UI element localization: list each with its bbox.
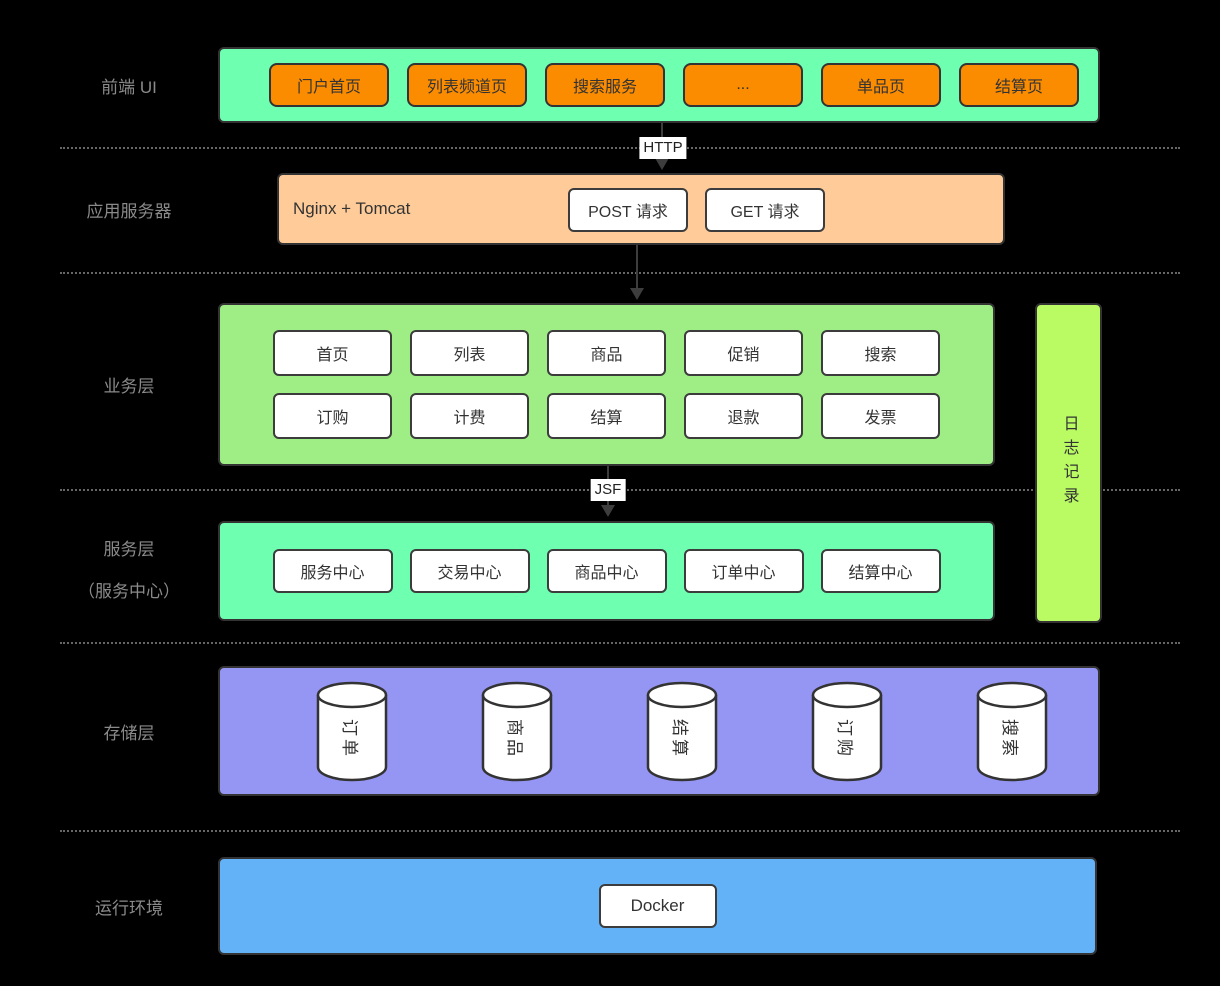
database-label: 订购 (835, 719, 855, 759)
frontend-node-search-service: 搜索服务 (545, 63, 665, 107)
business-node-product: 商品 (547, 330, 666, 376)
business-node-promotion: 促销 (684, 330, 803, 376)
layer-label-app-server-text: 应用服务器 (86, 201, 172, 221)
frontend-node-list-channel: 列表频道页 (407, 63, 527, 107)
nginx-tomcat-label: Nginx + Tomcat (293, 199, 411, 218)
business-node-list: 列表 (410, 330, 529, 376)
frontend-node-ellipsis: ... (683, 63, 803, 107)
business-node-home: 首页 (273, 330, 392, 376)
database-label: 结算 (670, 719, 690, 759)
layer-label-service-line2: （服务中心） (78, 582, 180, 601)
service-node-product-center: 商品中心 (546, 549, 667, 593)
layer-label-runtime: 运行环境 (38, 857, 220, 955)
database-cylinder-search: 搜索 (974, 680, 1050, 782)
storage-layer-band: 订单 商品 结算 订购 (218, 666, 1100, 796)
divider-frontend-app (60, 147, 1180, 149)
layer-label-app-server: 应用服务器 (38, 173, 220, 245)
frontend-ui-band: 门户首页 列表频道页 搜索服务 ... 单品页 结算页 (218, 47, 1100, 123)
business-node-order: 订购 (273, 393, 392, 439)
service-layer-band: 服务中心 交易中心 商品中心 订单中心 结算中心 (218, 521, 995, 621)
logging-label: 日志记录 (1060, 415, 1078, 511)
jsf-arrow-head (601, 505, 615, 517)
frontend-node-checkout-page: 结算页 (959, 63, 1079, 107)
layer-label-frontend-text: 前端 UI (101, 77, 157, 97)
database-icon (481, 681, 553, 782)
runtime-band: Docker (218, 857, 1097, 955)
database-icon (976, 681, 1048, 782)
jsf-connector-label: JSF (590, 479, 626, 501)
database-icon (316, 681, 388, 782)
docker-node: Docker (598, 884, 717, 928)
service-node-trade-center: 交易中心 (409, 549, 530, 593)
get-request-node: GET 请求 (705, 188, 825, 232)
frontend-node-item-page: 单品页 (821, 63, 941, 107)
database-cylinder-subscribe: 订购 (809, 680, 885, 782)
layer-label-business: 业务层 (38, 303, 220, 466)
database-label: 商品 (505, 719, 525, 759)
database-icon (646, 681, 718, 782)
app-business-arrow-line (636, 245, 638, 288)
database-label: 搜索 (1000, 719, 1020, 759)
http-arrow-head (655, 158, 669, 170)
divider-app-business (60, 272, 1180, 274)
service-node-settlement-center: 结算中心 (820, 549, 941, 593)
layer-label-runtime-text: 运行环境 (95, 898, 163, 918)
business-node-invoice: 发票 (821, 393, 940, 439)
database-label: 订单 (340, 719, 360, 759)
database-cylinder-product: 商品 (479, 680, 555, 782)
business-node-billing: 计费 (410, 393, 529, 439)
business-layer-band: 首页 列表 商品 促销 搜索 订购 计费 结算 退款 发票 (218, 303, 995, 466)
layer-label-storage-text: 存储层 (103, 723, 155, 743)
divider-storage-runtime (60, 830, 1180, 832)
layer-label-storage: 存储层 (38, 666, 220, 796)
layer-label-service-line1: 服务层 (103, 540, 155, 559)
app-business-arrow-head (630, 288, 644, 300)
business-row-2: 订购 计费 结算 退款 发票 (273, 393, 940, 439)
logging-band: 日志记录 (1035, 303, 1102, 623)
http-connector-label: HTTP (639, 137, 687, 159)
layer-label-service: 服务层 （服务中心） (38, 521, 220, 621)
layer-label-business-text: 业务层 (103, 377, 155, 396)
business-node-search: 搜索 (821, 330, 940, 376)
divider-service-storage (60, 642, 1180, 644)
service-node-order-center: 订单中心 (683, 549, 804, 593)
service-node-service-center: 服务中心 (272, 549, 393, 593)
business-node-settlement: 结算 (547, 393, 666, 439)
database-cylinder-order: 订单 (314, 680, 390, 782)
post-request-node: POST 请求 (568, 188, 688, 232)
layer-label-frontend: 前端 UI (38, 47, 220, 123)
database-icon (811, 681, 883, 782)
app-server-band: Nginx + Tomcat POST 请求 GET 请求 (277, 173, 1005, 245)
business-node-refund: 退款 (684, 393, 803, 439)
database-cylinder-settlement: 结算 (644, 680, 720, 782)
frontend-node-portal-home: 门户首页 (269, 63, 389, 107)
business-row-1: 首页 列表 商品 促销 搜索 (273, 330, 940, 376)
